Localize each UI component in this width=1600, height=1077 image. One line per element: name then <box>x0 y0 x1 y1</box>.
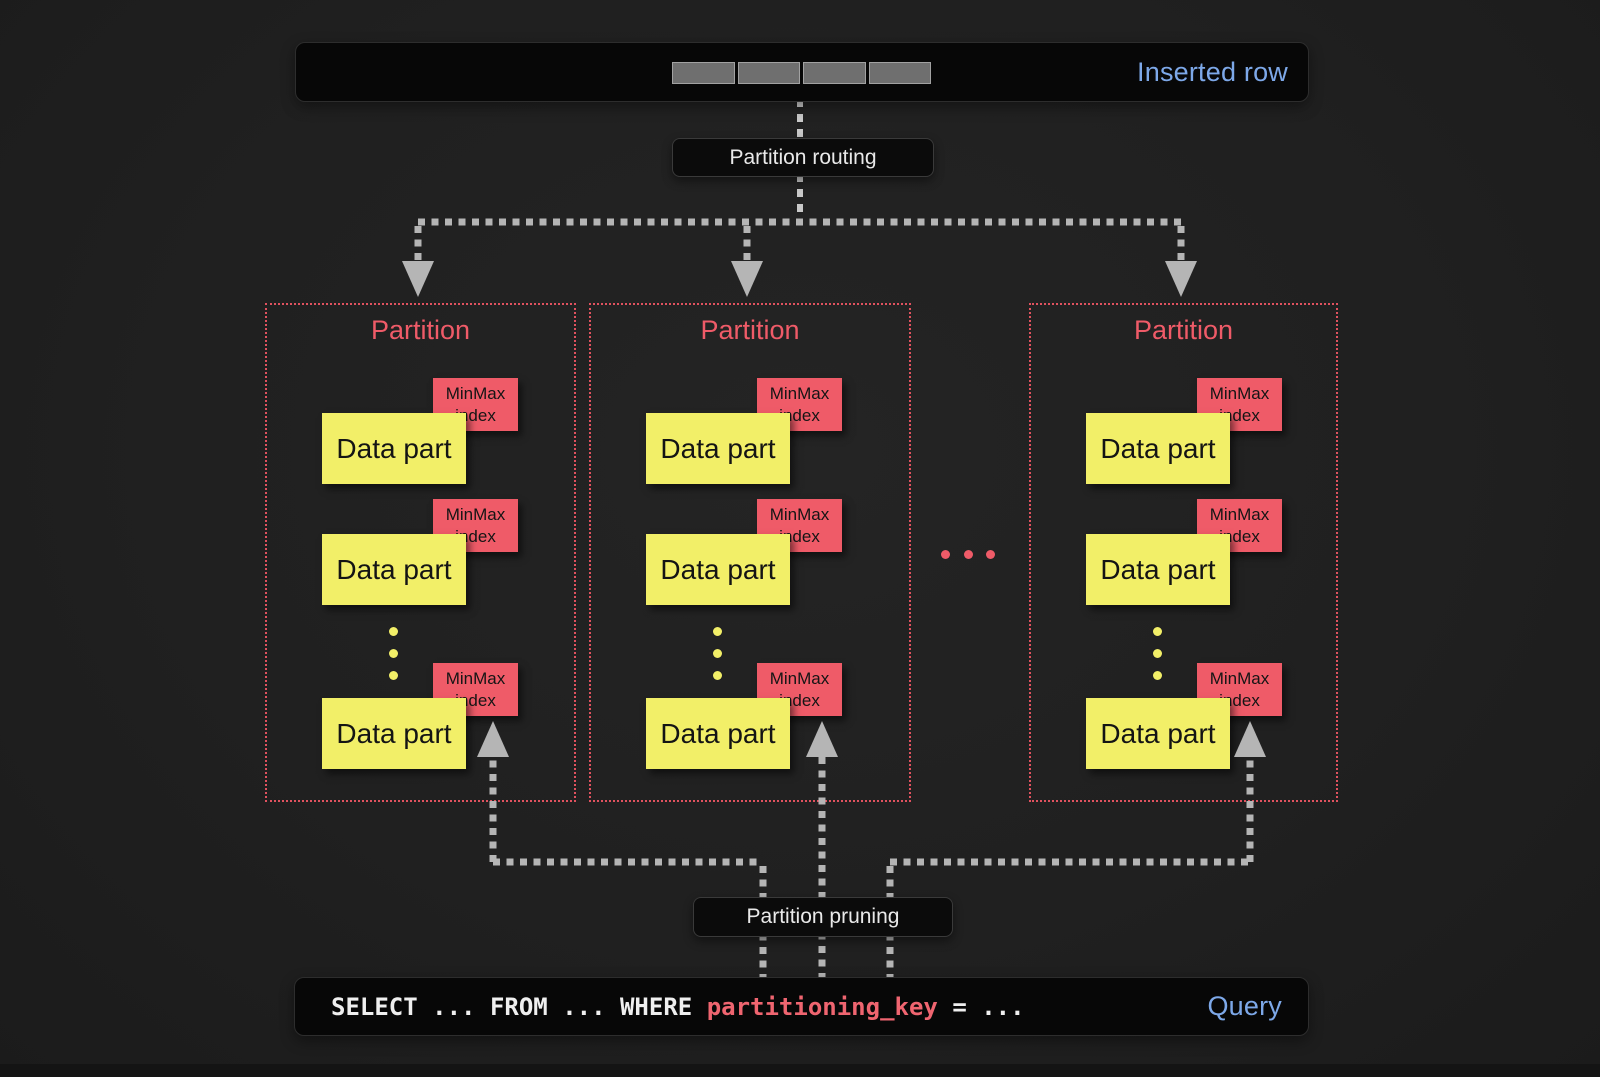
minmax-line: MinMax <box>769 505 830 525</box>
query-box: SELECT ... FROM ... WHERE partitioning_k… <box>294 977 1309 1036</box>
ellipsis-dot <box>963 549 973 559</box>
row-segment <box>868 62 931 84</box>
minmax-index-badge: MinMax index <box>433 663 518 716</box>
minmax-line: MinMax <box>1209 669 1270 689</box>
partition-pruning-chip: Partition pruning <box>693 897 953 937</box>
partition-box-3: Partition MinMax index Data part MinMax … <box>1029 303 1338 802</box>
minmax-line: MinMax <box>1209 384 1270 404</box>
inserted-row-box: Inserted row <box>295 42 1309 102</box>
sql-text: SELECT ... FROM ... WHERE partitioning_k… <box>331 993 1025 1021</box>
partition-title: Partition <box>370 315 471 345</box>
minmax-line: MinMax <box>445 505 506 525</box>
more-partitions-ellipsis <box>941 549 995 559</box>
partition-title: Partition <box>1133 315 1234 345</box>
row-segment <box>803 62 866 84</box>
more-parts-dot <box>713 649 722 658</box>
row-segment <box>737 62 800 84</box>
data-part-box: Data part <box>646 698 790 769</box>
bottom-edge-strip <box>0 1064 1600 1077</box>
minmax-line: MinMax <box>769 384 830 404</box>
data-part-box: Data part <box>322 413 466 484</box>
more-parts-dot <box>389 649 398 658</box>
data-part-box: Data part <box>646 413 790 484</box>
more-parts-dot <box>713 627 722 636</box>
query-label: Query <box>1207 991 1282 1021</box>
more-parts-dot <box>1153 671 1162 680</box>
sql-suffix: = ... <box>937 992 1025 1021</box>
data-part-box: Data part <box>322 534 466 605</box>
routing-drop-lines <box>414 226 1185 261</box>
data-part-box: Data part <box>646 534 790 605</box>
more-parts-dot <box>713 671 722 680</box>
minmax-line: MinMax <box>445 384 506 404</box>
row-segment <box>672 62 735 84</box>
data-part-box: Data part <box>1086 413 1230 484</box>
data-part-box: Data part <box>1086 534 1230 605</box>
data-part-box: Data part <box>1086 698 1230 769</box>
partition-title: Partition <box>700 315 800 345</box>
ellipsis-dot <box>941 549 950 559</box>
partition-box-1: Partition MinMax index Data part MinMax … <box>265 303 576 802</box>
data-part-box: Data part <box>322 698 466 769</box>
down-arrowheads <box>402 261 1197 297</box>
sql-partitioning-key: partitioning_key <box>706 992 938 1021</box>
partition-box-2: Partition MinMax index Data part MinMax … <box>589 303 911 802</box>
inserted-row-label: Inserted row <box>1137 56 1288 87</box>
more-parts-dot <box>1153 649 1162 658</box>
minmax-index-badge: MinMax index <box>757 378 842 431</box>
inserted-row-segments-bar <box>672 62 931 84</box>
minmax-line: MinMax <box>445 669 506 689</box>
ellipsis-dot <box>986 549 995 559</box>
more-parts-dot <box>389 627 398 636</box>
more-parts-dot <box>1153 627 1162 636</box>
more-parts-dot <box>389 671 398 680</box>
minmax-line: MinMax <box>769 669 830 689</box>
minmax-line: MinMax <box>1209 505 1270 525</box>
partition-routing-chip: Partition routing <box>672 138 934 177</box>
sql-prefix: SELECT ... FROM ... WHERE <box>331 992 707 1021</box>
